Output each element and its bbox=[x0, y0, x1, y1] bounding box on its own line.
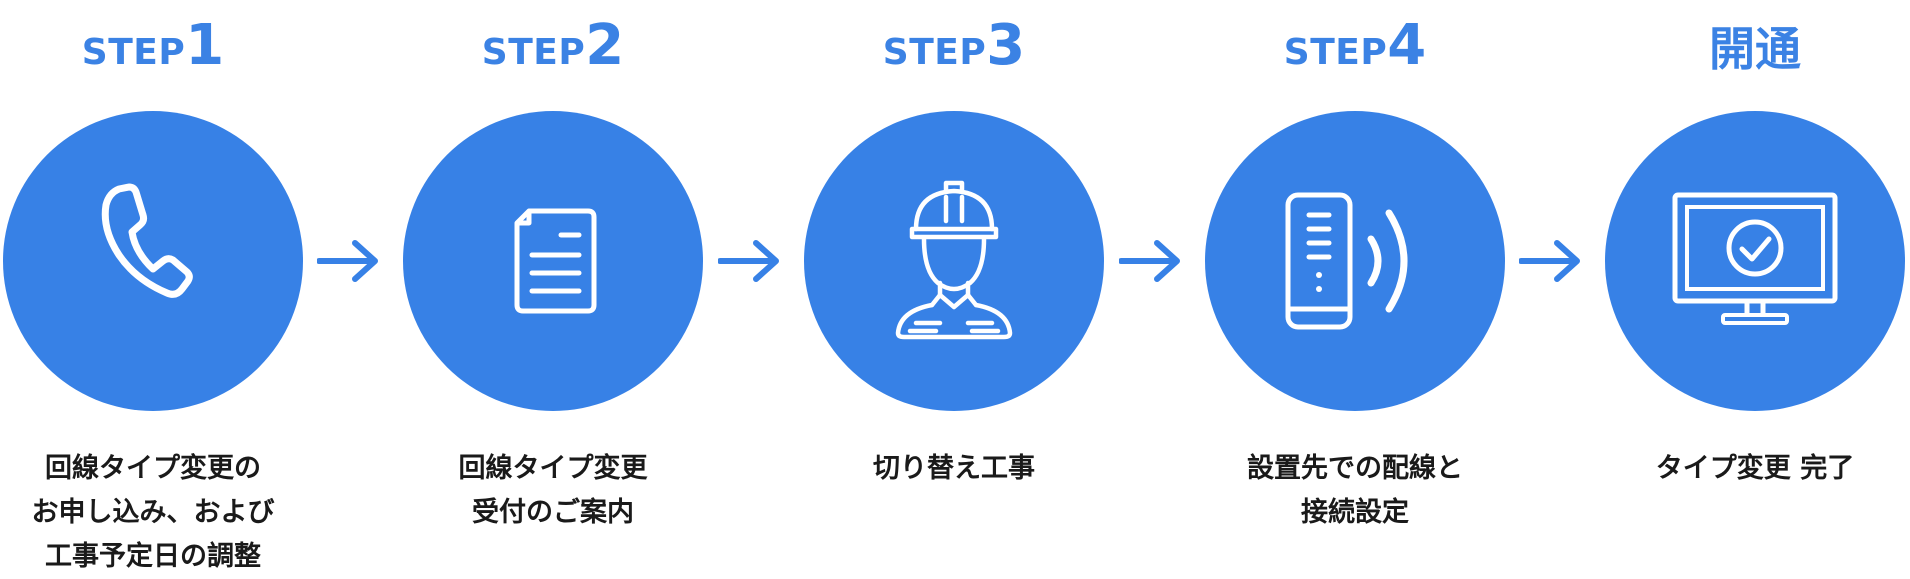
step-4-circle bbox=[1205, 111, 1505, 411]
worker-icon bbox=[895, 180, 1013, 340]
description-line: 工事予定日の調整 bbox=[45, 541, 261, 572]
step-3-description: 切り替え工事 bbox=[764, 447, 1144, 491]
step-activation: 開通 タイプ変更 完了 bbox=[1605, 0, 1905, 579]
activation-heading: 開通 bbox=[1709, 22, 1801, 76]
step-prefix: STEP bbox=[882, 32, 987, 73]
description-line: タイプ変更 完了 bbox=[1655, 453, 1855, 484]
step-number: 4 bbox=[1387, 13, 1427, 78]
activation-circle bbox=[1605, 111, 1905, 411]
arrow-right-icon bbox=[1119, 240, 1180, 282]
step-2-heading: STEP2 bbox=[403, 18, 703, 74]
description-line: 回線タイプ変更 bbox=[458, 453, 648, 484]
step-2-circle bbox=[403, 111, 703, 411]
activation-description: タイプ変更 完了 bbox=[1565, 447, 1910, 491]
step-1-circle bbox=[3, 111, 303, 411]
phone-icon bbox=[101, 183, 193, 298]
step-1: STEP1 回線タイプ変更の お申し込み、および 工事予定日の調整 bbox=[3, 0, 303, 579]
description-line: 設置先での配線と bbox=[1247, 453, 1463, 484]
description-line: 回線タイプ変更の bbox=[45, 453, 261, 484]
step-number: 3 bbox=[986, 13, 1026, 78]
step-1-description: 回線タイプ変更の お申し込み、および 工事予定日の調整 bbox=[0, 447, 343, 579]
step-prefix: STEP bbox=[1283, 32, 1388, 73]
step-4: STEP4 設置先での配線と 接続設定 bbox=[1205, 0, 1505, 579]
step-2: STEP2 回線タイプ変更 受付のご案内 bbox=[403, 0, 703, 579]
arrow-right-icon bbox=[317, 240, 378, 282]
arrow-right-icon bbox=[718, 240, 779, 282]
description-line: 接続設定 bbox=[1301, 497, 1409, 528]
arrow-right-icon bbox=[1519, 240, 1580, 282]
step-3-circle bbox=[804, 111, 1104, 411]
step-2-description: 回線タイプ変更 受付のご案内 bbox=[363, 447, 743, 535]
step-3: STEP3 切 bbox=[804, 0, 1104, 579]
description-line: お申し込み、および bbox=[31, 497, 275, 528]
step-prefix: STEP bbox=[81, 32, 186, 73]
step-number: 1 bbox=[185, 13, 225, 78]
step-number: 2 bbox=[585, 13, 625, 78]
step-4-heading: STEP4 bbox=[1205, 18, 1505, 74]
description-line: 受付のご案内 bbox=[472, 497, 634, 528]
description-line: 切り替え工事 bbox=[873, 453, 1035, 484]
step-prefix: STEP bbox=[481, 32, 586, 73]
document-icon bbox=[514, 208, 597, 314]
step-4-description: 設置先での配線と 接続設定 bbox=[1165, 447, 1545, 535]
step-3-heading: STEP3 bbox=[804, 18, 1104, 74]
monitor-check-icon bbox=[1672, 192, 1838, 325]
step-1-heading: STEP1 bbox=[3, 18, 303, 74]
router-wireless-icon bbox=[1285, 192, 1408, 330]
